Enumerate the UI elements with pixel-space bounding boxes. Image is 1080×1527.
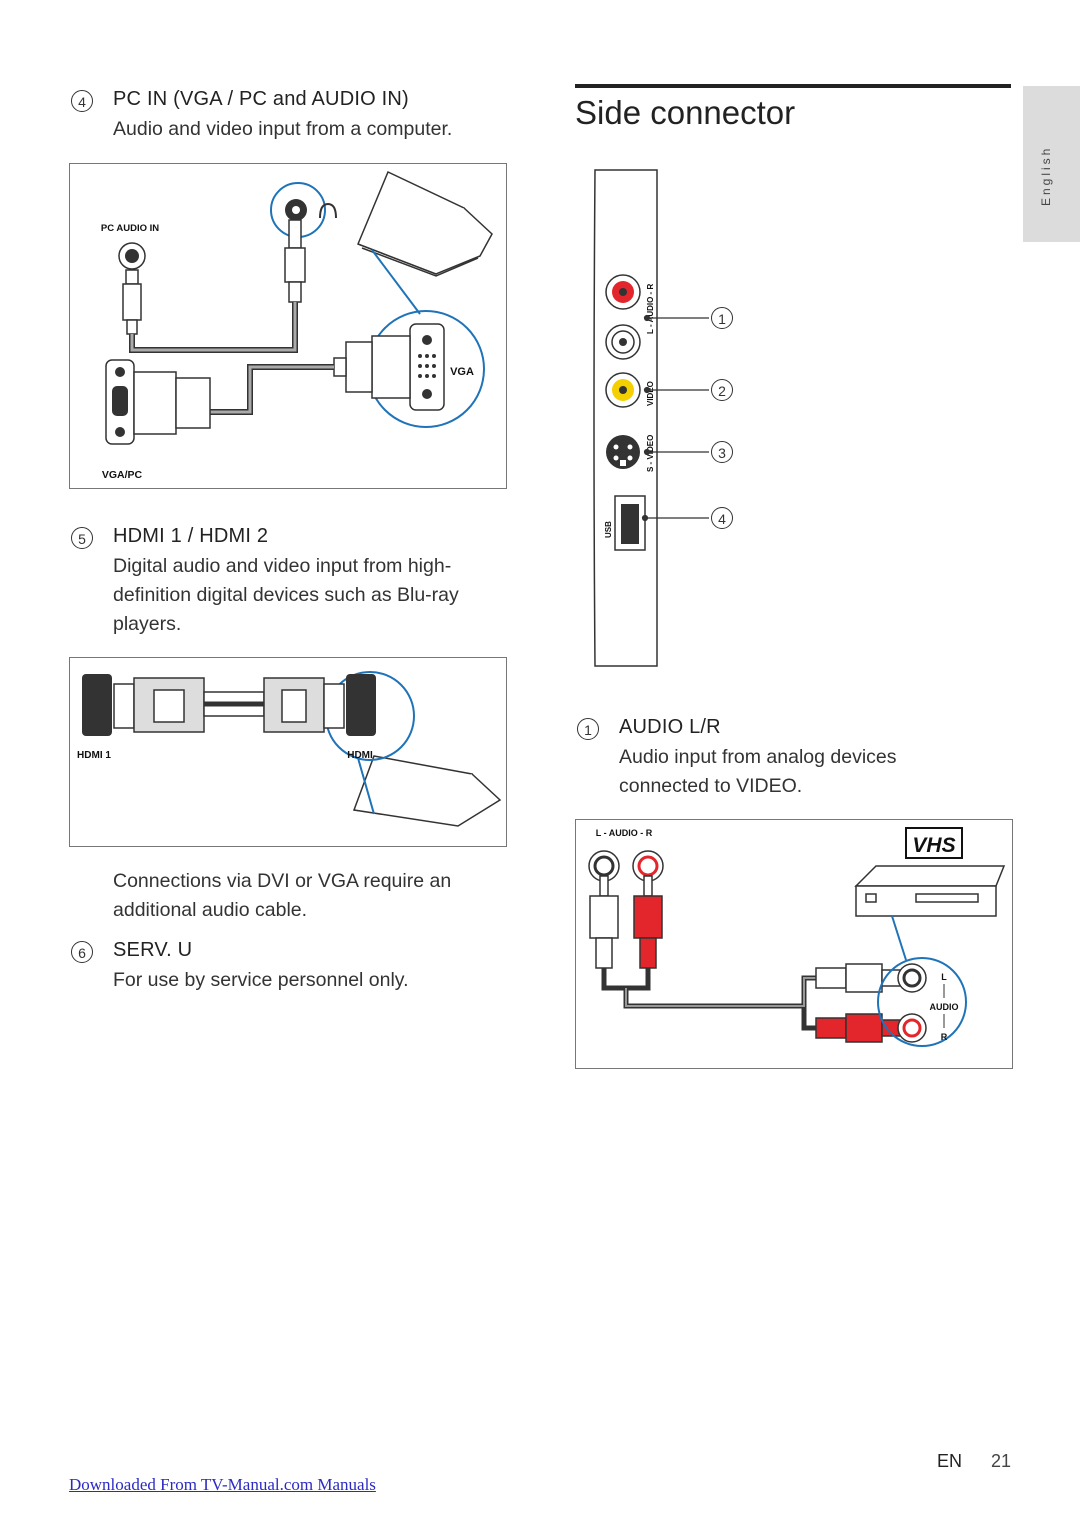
callout-3: 3 [711,441,733,463]
r-label: R [941,1032,948,1042]
item-1-title: AUDIO L/R [619,716,721,738]
item-number-1: 1 [577,718,599,740]
laptop-icon [352,755,502,827]
footer-page-number: 21 [991,1451,1012,1471]
hdmi-label: HDMI [347,750,373,761]
video-jack-icon [605,372,641,408]
side-connector-panel: L - AUDIO - R VIDEO S - VIDEO USB [593,169,709,667]
section-title: Side connector [575,94,796,131]
audio-mid-label: AUDIO [930,1002,959,1012]
note-line: Connections via DVI or VGA require an [113,870,452,892]
laptop-icon [357,170,493,277]
callout-1: 1 [711,307,733,329]
pc-connection-diagram: PC AUDIO IN VGA VGA/PC [101,170,493,481]
item-number-6: 6 [71,941,93,963]
callout-4: 4 [711,507,733,529]
video-panel-label: VIDEO [646,381,655,406]
usb-panel-label: USB [604,521,613,538]
audio-figure-label: L - AUDIO - R [596,828,653,838]
item-6-title: SERV. U [113,939,193,961]
item-1-desc-line: connected to VIDEO. [619,772,802,801]
item-6-description: For use by service personnel only. [113,969,409,991]
desc-bold: VIDEO [736,775,797,797]
language-tab-label: English [1039,145,1053,206]
s-video-panel-label: S - VIDEO [646,435,655,472]
language-tab: English [1023,86,1080,242]
usb-port-icon [614,495,646,551]
vga-label: VGA [450,366,474,378]
item-1-desc-line: Audio input from analog devices [619,746,897,768]
download-link[interactable]: Downloaded From TV-Manual.com Manuals [69,1475,376,1494]
item-5-desc-line: players. [113,613,182,635]
desc-suffix: . [796,775,803,797]
vcr-device-icon [854,865,1006,917]
audio-connection-figure: L - AUDIO - R [575,819,1013,1069]
hdmi-connection-figure: HDMI 1 HDMI [69,657,507,847]
audio-panel-label: L - AUDIO - R [646,284,655,334]
item-number-4: 4 [71,90,93,112]
pc-audio-jack-icon [118,242,146,270]
callout-2: 2 [711,379,733,401]
headphone-jack-icon [270,182,337,238]
l-label: L [941,972,947,982]
item-5-title: HDMI 1 / HDMI 2 [113,525,269,547]
pc-audio-in-label: PC AUDIO IN [101,223,159,234]
item-number-5: 5 [71,527,93,549]
footer-lang: EN [937,1451,963,1471]
item-4-title: PC IN (VGA / PC and AUDIO IN) [113,88,409,110]
item-5-desc-line: definition digital devices such as Blu-r… [113,584,459,606]
audio-r-jack-icon [605,274,641,310]
s-video-jack-icon [606,435,640,469]
audio-connection-diagram: L - AUDIO - R [588,827,1006,1047]
svg-text:VHS: VHS [912,834,955,857]
section-rule [575,84,1011,88]
audio-l-jack-icon [605,324,641,360]
vga-pc-label: VGA/PC [102,469,143,481]
item-5-desc-line: Digital audio and video input from high- [113,555,452,577]
vhs-logo-icon: VHS [905,827,963,859]
desc-prefix: connected to [619,775,737,797]
item-4-description: Audio and video input from a computer. [113,118,453,140]
pc-connection-figure: PC AUDIO IN VGA VGA/PC [69,163,507,489]
note-line: additional audio cable. [113,899,308,921]
hdmi-connection-diagram: HDMI 1 HDMI [77,671,502,827]
hdmi1-label: HDMI 1 [77,750,111,761]
